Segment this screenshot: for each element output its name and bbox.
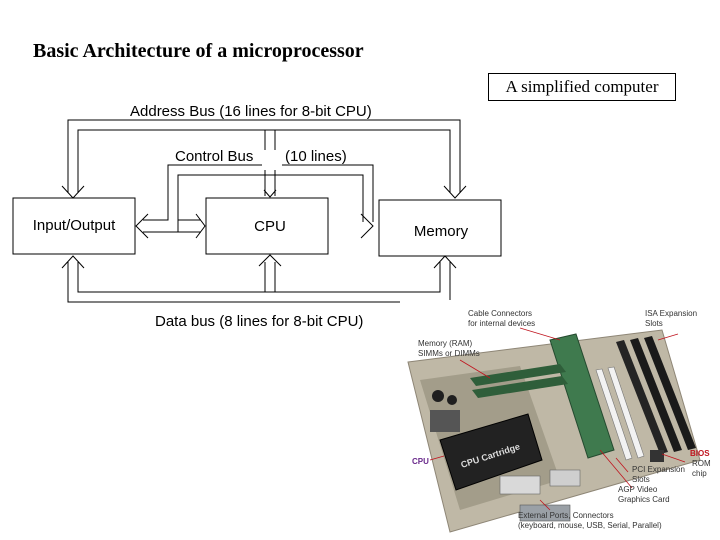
isa-slots-label-2: Slots <box>645 319 663 328</box>
rom-label-1: ROM <box>692 459 711 468</box>
data-bus <box>67 262 451 303</box>
page-title: Basic Architecture of a microprocessor <box>33 40 364 62</box>
bios-label: BIOS <box>690 449 710 458</box>
motherboard-photo: CPU Cartridge Cable Connectors for inter… <box>400 300 720 540</box>
pci-slots <box>595 366 645 461</box>
io-label: Input/Output <box>33 217 116 234</box>
agp-card <box>549 333 615 459</box>
memory-block <box>378 199 502 257</box>
memory-label-1: Memory (RAM) <box>418 339 473 348</box>
external-ports-label-2: (keyboard, mouse, USB, Serial, Parallel) <box>518 521 662 530</box>
cable-connectors-label-2: for internal devices <box>468 319 535 328</box>
control-bus-label: Control Bus <box>175 148 253 165</box>
control-bus-arrows <box>135 213 374 239</box>
pci-slots-label-2: Slots <box>632 475 650 484</box>
pci-slots-label-1: PCI Expansion <box>632 465 685 474</box>
caption-box: A simplified computer <box>488 73 676 101</box>
agp-label-1: AGP Video <box>618 485 658 494</box>
isa-slots-label-1: ISA Expansion <box>645 309 697 318</box>
rom-label-2: chip <box>692 469 707 478</box>
data-bus-arrows <box>61 254 457 269</box>
io-block <box>12 197 136 255</box>
address-bus-label: Address Bus (16 lines for 8-bit CPU) <box>130 103 372 120</box>
control-lines-label: (10 lines) <box>285 148 347 165</box>
agp-label-2: Graphics Card <box>618 495 670 504</box>
external-ports-label-1: External Ports, Connectors <box>518 511 614 520</box>
memory-sticks <box>470 364 568 398</box>
control-bus <box>143 164 374 233</box>
address-bus-arrows <box>61 185 467 199</box>
isa-slots <box>616 336 696 454</box>
memory-label: Memory <box>414 223 469 240</box>
data-bus-label: Data bus (8 lines for 8-bit CPU) <box>155 313 363 330</box>
memory-label-2: SIMMs or DIMMs <box>418 349 480 358</box>
cpu-block <box>205 197 329 255</box>
cable-connectors-label-1: Cable Connectors <box>468 309 532 318</box>
cpu-cartridge <box>439 413 543 491</box>
cpu-label-photo: CPU <box>412 457 429 466</box>
cpu-label: CPU <box>254 218 286 235</box>
